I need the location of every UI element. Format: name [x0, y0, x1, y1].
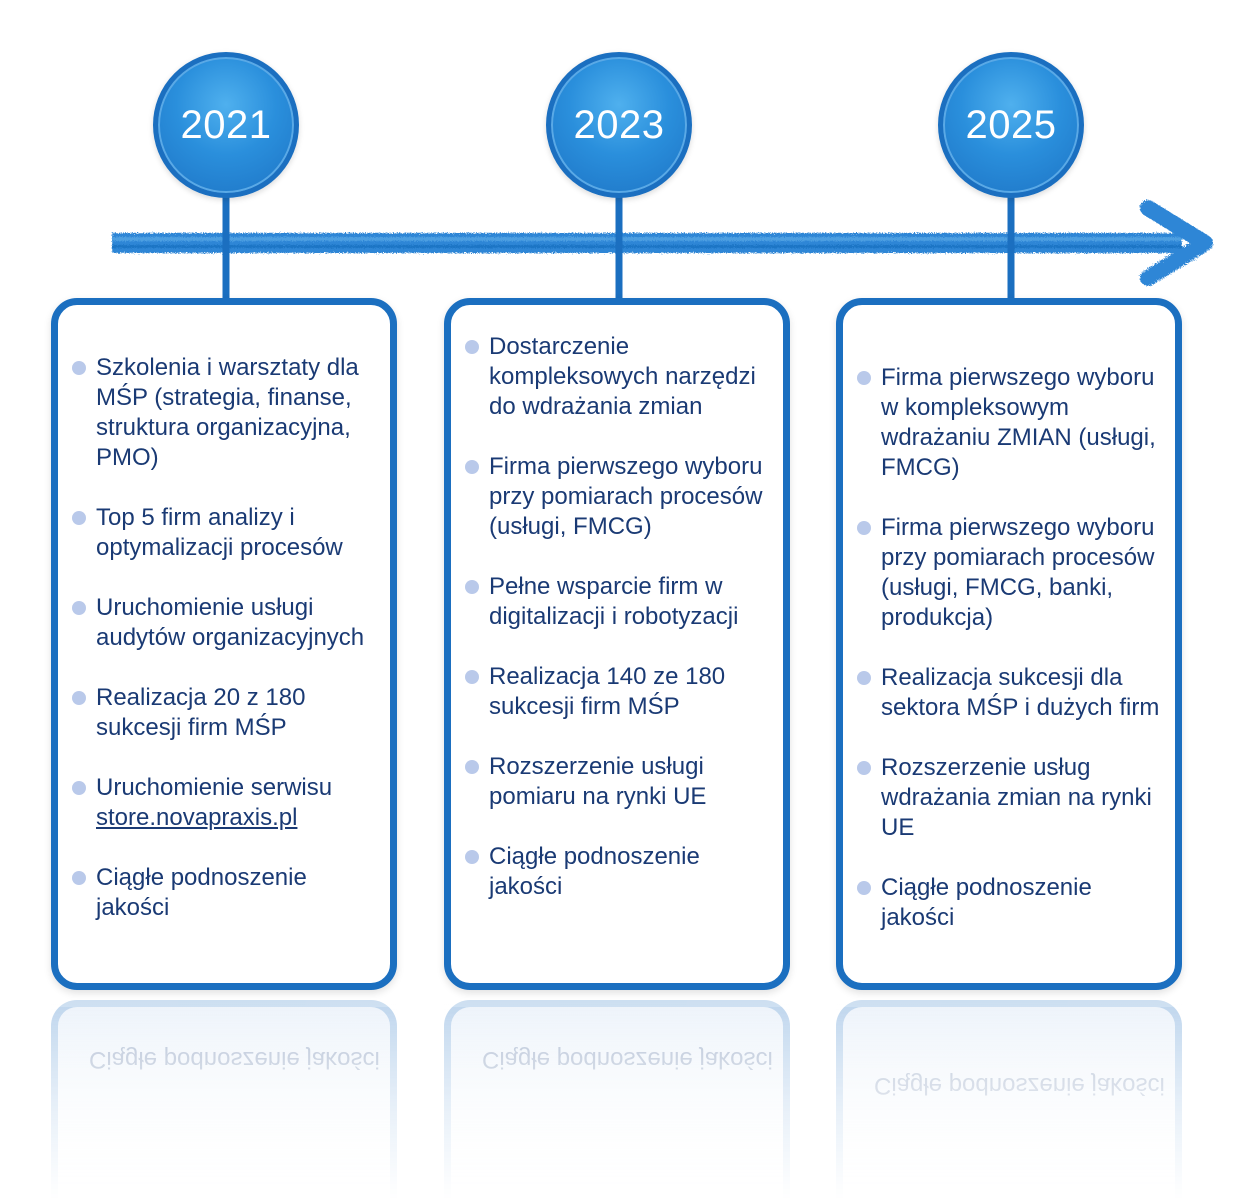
list-item: Firma pierwszego wyboru w kompleksowym w…	[843, 363, 1165, 483]
bullet-dot-icon	[465, 340, 479, 354]
bullet-dot-icon	[465, 760, 479, 774]
bullet-dot-icon	[72, 361, 86, 375]
list-item: Uruchomienie usługi audytów organizacyjn…	[58, 593, 380, 653]
store-link[interactable]: store.novapraxis.pl	[96, 804, 298, 831]
bullet-dot-icon	[72, 601, 86, 615]
milestone-list: Dostarczenie kompleksowych narzędzi do w…	[451, 305, 783, 902]
bullet-dot-icon	[857, 521, 871, 535]
bullet-dot-icon	[857, 671, 871, 685]
list-item: Top 5 firm analizy i optymalizacji proce…	[58, 503, 380, 563]
milestone-list: Firma pierwszego wyboru w kompleksowym w…	[843, 305, 1175, 933]
list-item: Realizacja sukcesji dla sektora MŚP i du…	[843, 663, 1165, 723]
bullet-dot-icon	[465, 580, 479, 594]
list-item: Firma pierwszego wyboru przy pomiarach p…	[843, 513, 1165, 633]
year-label: 2021	[180, 102, 272, 147]
list-item: Pełne wsparcie firm w digitalizacji i ro…	[451, 572, 771, 632]
bullet-dot-icon	[857, 761, 871, 775]
milestone-card-2025: Firma pierwszego wyboru w kompleksowym w…	[836, 298, 1182, 990]
list-item: Szkolenia i warsztaty dla MŚP (strategia…	[58, 353, 380, 473]
list-item: Ciągłe podnoszenie jakości	[451, 842, 771, 902]
year-label: 2023	[573, 102, 665, 147]
bullet-dot-icon	[465, 850, 479, 864]
milestone-list: Szkolenia i warsztaty dla MŚP (strategia…	[58, 305, 390, 923]
year-marker-2025: 2025	[938, 52, 1084, 198]
bullet-dot-icon	[72, 511, 86, 525]
year-label: 2025	[965, 102, 1057, 147]
bullet-dot-icon	[465, 460, 479, 474]
milestone-card-2021: Szkolenia i warsztaty dla MŚP (strategia…	[51, 298, 397, 990]
arrow-band	[112, 200, 1213, 286]
bullet-dot-icon	[72, 691, 86, 705]
bullet-dot-icon	[72, 781, 86, 795]
list-item: Rozszerzenie usługi pomiaru na rynki UE	[451, 752, 771, 812]
year-marker-2023: 2023	[546, 52, 692, 198]
list-item: Ciągłe podnoszenie jakości	[843, 873, 1165, 933]
list-item: Realizacja 20 z 180 sukcesji firm MŚP	[58, 683, 380, 743]
bullet-dot-icon	[72, 871, 86, 885]
milestone-card-2023: Dostarczenie kompleksowych narzędzi do w…	[444, 298, 790, 990]
bullet-dot-icon	[857, 881, 871, 895]
list-item: Realizacja 140 ze 180 sukcesji firm MŚP	[451, 662, 771, 722]
list-item: Rozszerzenie usług wdrażania zmian na ry…	[843, 753, 1165, 843]
year-marker-2021: 2021	[153, 52, 299, 198]
list-item: Firma pierwszego wyboru przy pomiarach p…	[451, 452, 771, 542]
bullet-dot-icon	[857, 371, 871, 385]
bullet-dot-icon	[465, 670, 479, 684]
list-item: Ciągłe podnoszenie jakości	[58, 863, 380, 923]
list-item: Dostarczenie kompleksowych narzędzi do w…	[451, 332, 771, 422]
